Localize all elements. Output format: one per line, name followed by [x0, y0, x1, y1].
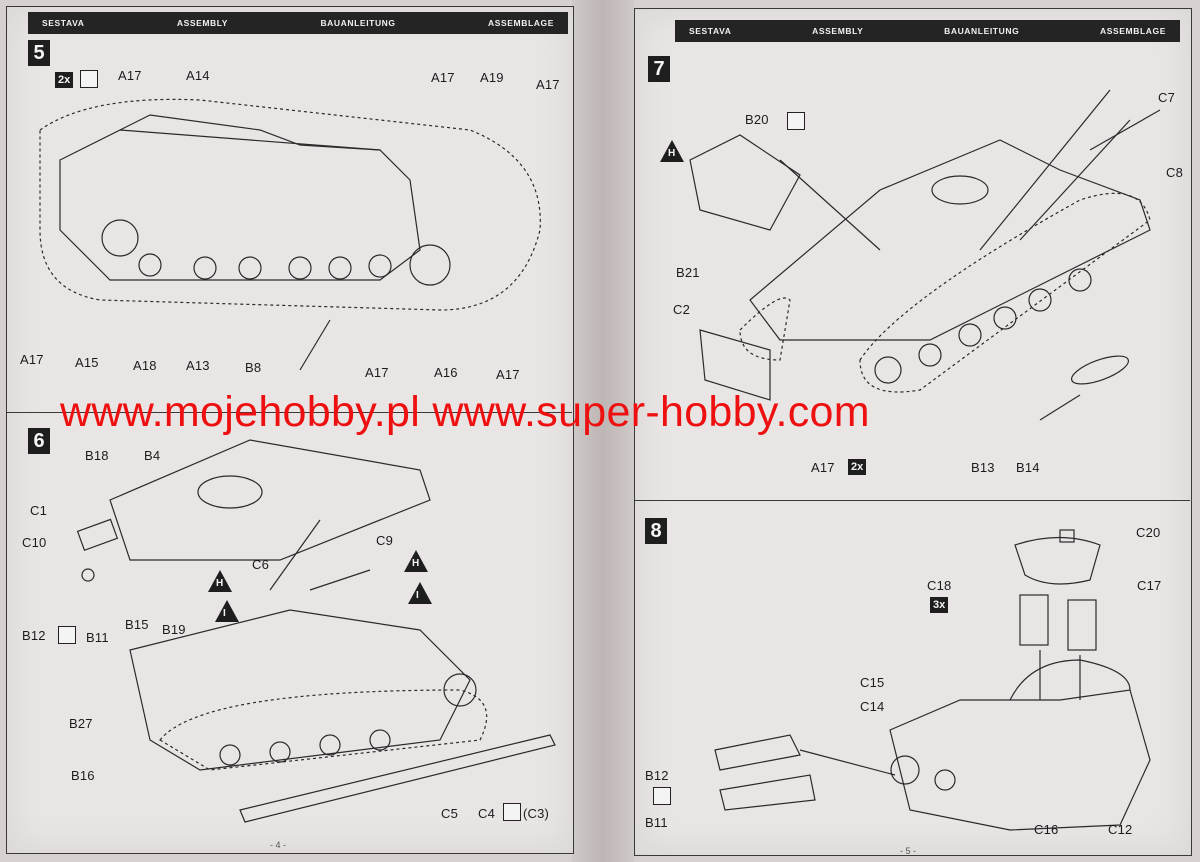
warning-h-step6: H	[208, 570, 232, 592]
step6-label: B15	[125, 617, 149, 632]
header-left-en: ASSEMBLY	[176, 18, 229, 28]
step5-label: A17	[365, 365, 389, 380]
step8-label: C16	[1034, 822, 1059, 837]
step6-label: B4	[144, 448, 161, 463]
step6-label: C6	[252, 557, 270, 572]
warning-i-step6-b: I	[408, 582, 432, 604]
paint-icon-step8	[653, 787, 671, 805]
step6-label: C5	[441, 806, 459, 821]
step5-label: A19	[480, 70, 504, 85]
step6-lower-hull	[129, 609, 471, 771]
warning-h-step6-b: H	[404, 550, 428, 572]
step6-label: B19	[162, 622, 186, 637]
step5-label: A17	[496, 367, 520, 382]
step7-label: B20	[745, 112, 769, 127]
step6-upper-hull	[109, 439, 431, 561]
step7-label: A17	[811, 460, 835, 475]
step8-label: C12	[1108, 822, 1133, 837]
header-right: SESTAVA ASSEMBLY BAUANLEITUNG ASSEMBLAGE	[675, 20, 1180, 42]
step-number-6: 6	[28, 428, 50, 454]
step8-cupola-c20	[1014, 536, 1101, 585]
step6-label: C4	[478, 806, 496, 821]
step6-label: B12	[22, 628, 46, 643]
header-right-en: ASSEMBLY	[812, 26, 864, 36]
step-number-8: 8	[645, 518, 667, 544]
header-right-cz: SESTAVA	[689, 26, 732, 36]
step-number-7: 7	[648, 56, 670, 82]
step5-track-loop	[39, 98, 541, 311]
step5-qty-badge: 2x	[55, 72, 74, 88]
header-left: SESTAVA ASSEMBLY BAUANLEITUNG ASSEMBLAGE	[28, 12, 568, 34]
step6-label: B11	[86, 630, 109, 645]
step5-label: A14	[186, 68, 210, 83]
header-left-fr: ASSEMBLAGE	[488, 18, 554, 28]
step8-label: B12	[645, 768, 669, 783]
step5-label: A17	[536, 77, 560, 92]
step6-track-strip	[239, 734, 556, 823]
step7-qty-badge: 2x	[848, 459, 867, 475]
warning-h-step7: H	[660, 140, 684, 162]
right-page	[634, 8, 1192, 856]
step7-label: C8	[1166, 165, 1184, 180]
step8-label: C17	[1137, 578, 1162, 593]
page-gutter	[572, 0, 634, 862]
step8-turret	[889, 689, 1151, 831]
step6-label: C10	[22, 535, 47, 550]
step7-label: B21	[676, 265, 700, 280]
step5-label: A17	[20, 352, 44, 367]
cement-icon-c4	[503, 803, 521, 821]
step5-label: A17	[118, 68, 142, 83]
step7-track	[859, 192, 1151, 393]
divider-left	[6, 412, 572, 413]
step5-label: A18	[133, 358, 157, 373]
step5-label: A15	[75, 355, 99, 370]
page-number-left: - 4 -	[270, 840, 287, 850]
step7-label: C7	[1158, 90, 1176, 105]
step6-label: B27	[69, 716, 93, 731]
step7-label: B13	[971, 460, 995, 475]
glue-icon	[80, 70, 98, 88]
step7-plate-c2	[699, 329, 771, 401]
warning-i-step6-a: I	[215, 600, 239, 622]
header-right-de: BAUANLEITUNG	[944, 26, 1020, 36]
step8-gun-b12	[714, 734, 801, 771]
header-left-cz: SESTAVA	[42, 18, 85, 28]
step8-qty-badge: 3x	[930, 597, 949, 613]
step7-hull	[749, 139, 1151, 341]
step8-label: C14	[860, 699, 885, 714]
step5-drive-sprocket	[409, 244, 451, 286]
step6-label: C1	[30, 503, 48, 518]
step7-label: C2	[673, 302, 691, 317]
step5-label: A17	[431, 70, 455, 85]
step5-label: B8	[245, 360, 262, 375]
header-right-fr: ASSEMBLAGE	[1099, 26, 1166, 36]
step5-label: A16	[434, 365, 458, 380]
paint-icon	[58, 626, 76, 644]
step8-vision-block	[1019, 594, 1049, 646]
header-left-de: BAUANLEITUNG	[320, 18, 396, 28]
step6-label: C9	[376, 533, 394, 548]
step8-label: C20	[1136, 525, 1161, 540]
step5-hull	[59, 129, 421, 281]
step7-label: B14	[1016, 460, 1040, 475]
step8-gun-b11	[719, 774, 816, 811]
step-number-5: 5	[28, 40, 50, 66]
watermark-text: www.mojehobby.pl www.super-hobby.com	[60, 388, 870, 436]
step8-label: B11	[645, 815, 668, 830]
step6-label: (C3)	[523, 806, 550, 821]
step7-hatch-frame	[689, 134, 801, 231]
step5-idler-wheel	[101, 219, 139, 257]
left-page	[6, 6, 574, 854]
step6-label: B18	[85, 448, 109, 463]
step8-label: C15	[860, 675, 885, 690]
page-number-right: - 5 -	[900, 846, 917, 856]
divider-right	[634, 500, 1190, 501]
step6-hatch	[197, 475, 263, 509]
cement-icon	[787, 112, 805, 130]
step8-label: C18	[927, 578, 952, 593]
step5-label: A13	[186, 358, 210, 373]
step6-label: B16	[71, 768, 95, 783]
